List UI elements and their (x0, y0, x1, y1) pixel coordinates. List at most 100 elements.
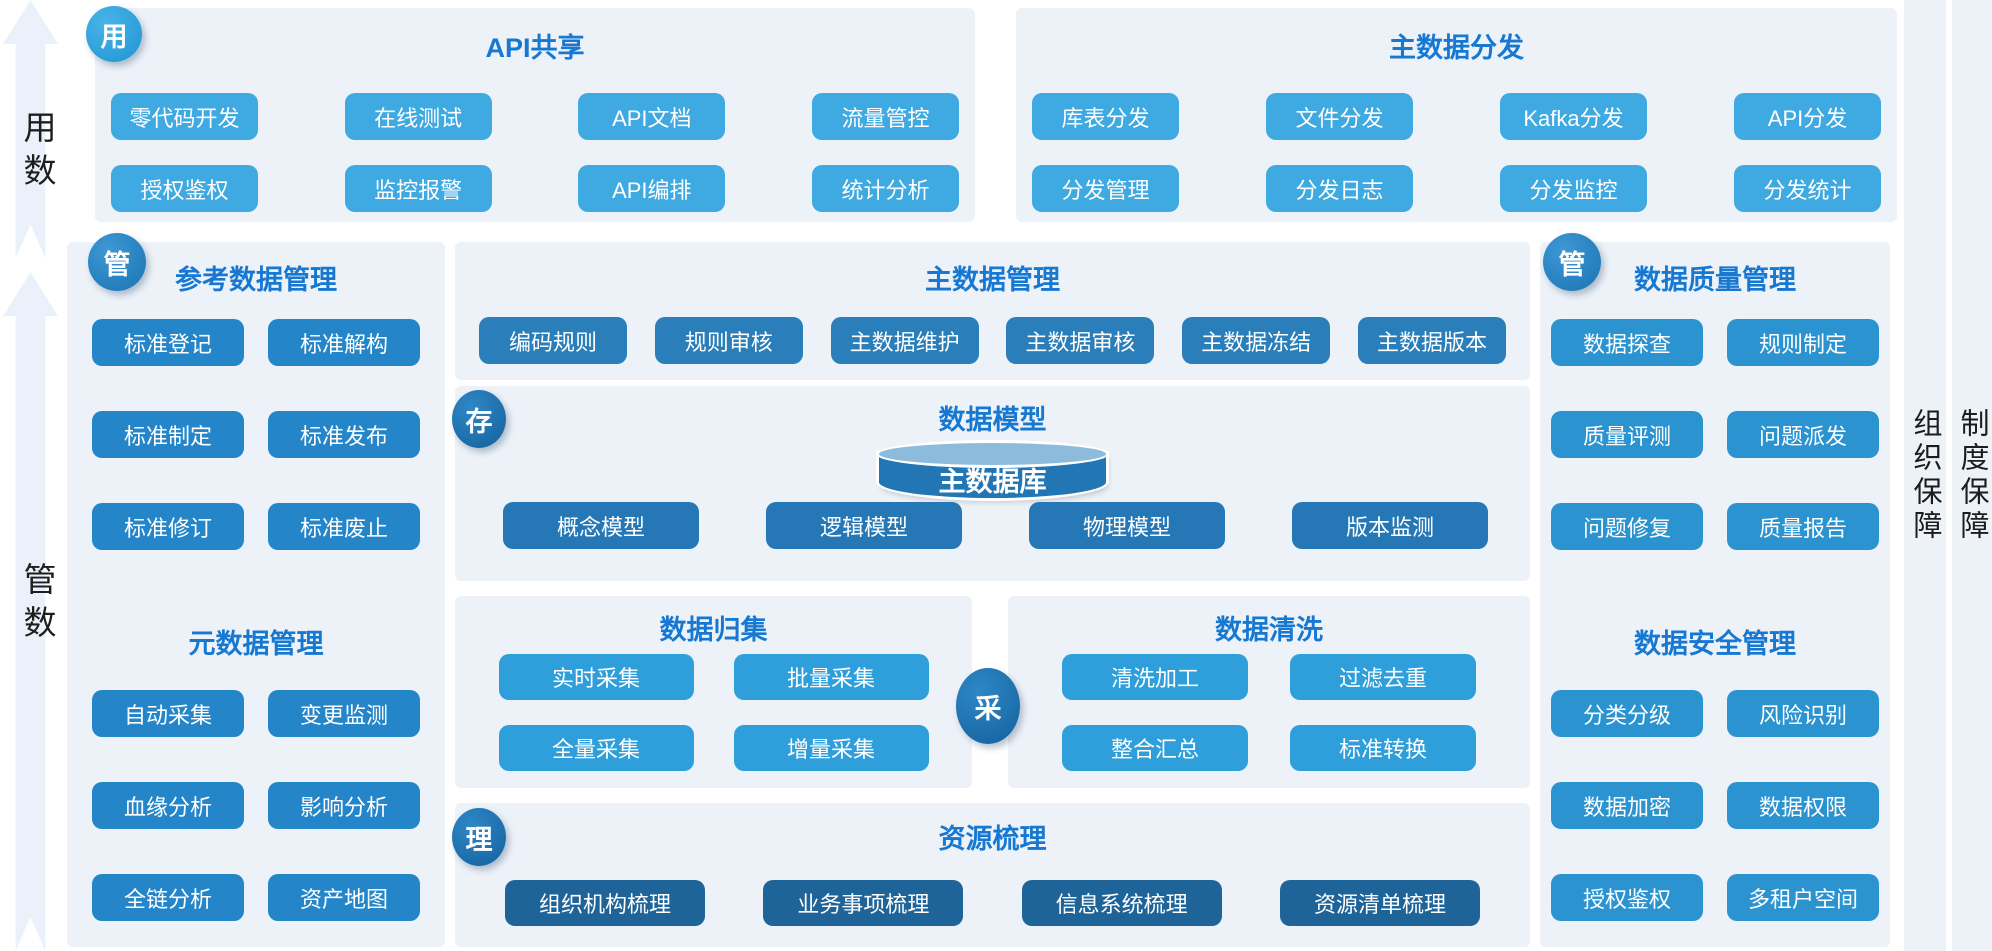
btn-meta-5[interactable]: 全链分析 (92, 874, 244, 921)
btn-mdm-6[interactable]: 主数据版本 (1357, 317, 1506, 364)
btn-collect-3[interactable]: 全量采集 (498, 725, 694, 771)
btn-sort-2[interactable]: 业务事项梳理 (763, 880, 964, 926)
panel-title-master-data: 主数据管理 (925, 265, 1060, 295)
btn-mdm-3[interactable]: 主数据维护 (830, 317, 979, 364)
btn-meta-2[interactable]: 变更监测 (268, 690, 420, 737)
badge-manage-right: 管 (1543, 233, 1601, 291)
btn-mdm-5[interactable]: 主数据冻结 (1182, 317, 1331, 364)
data-cleaning-button-grid: 清洗加工 过滤去重 整合汇总 标准转换 (1008, 647, 1530, 771)
btn-ref-6[interactable]: 标准废止 (268, 503, 420, 550)
btn-api-share-7[interactable]: API编排 (578, 165, 726, 212)
btn-clean-3[interactable]: 整合汇总 (1062, 725, 1248, 771)
panel-title-data-quality: 数据质量管理 (1634, 265, 1796, 295)
reference-data-button-grid: 标准登记 标准解构 标准制定 标准发布 标准修订 标准废止 (67, 297, 445, 550)
btn-api-share-5[interactable]: 授权鉴权 (111, 165, 258, 212)
btn-quality-2[interactable]: 规则制定 (1727, 319, 1879, 366)
btn-dist-2[interactable]: 文件分发 (1266, 93, 1413, 140)
btn-security-4[interactable]: 数据权限 (1727, 782, 1879, 829)
btn-sort-4[interactable]: 资源清单梳理 (1279, 880, 1480, 926)
btn-ref-2[interactable]: 标准解构 (268, 319, 420, 366)
badge-store: 存 (452, 390, 506, 448)
btn-dist-8[interactable]: 分发统计 (1734, 165, 1881, 212)
btn-collect-4[interactable]: 增量采集 (733, 725, 929, 771)
btn-api-share-1[interactable]: 零代码开发 (111, 93, 258, 140)
badge-organize: 理 (452, 808, 506, 866)
btn-model-1[interactable]: 概念模型 (503, 502, 699, 549)
data-security-button-grid: 分类分级 风险识别 数据加密 数据权限 授权鉴权 多租户空间 (1540, 661, 1890, 921)
panel-resource-sorting: 资源梳理 组织机构梳理 业务事项梳理 信息系统梳理 资源清单梳理 (455, 803, 1530, 947)
panel-title-resource-sorting: 资源梳理 (938, 824, 1047, 854)
btn-clean-1[interactable]: 清洗加工 (1062, 654, 1248, 700)
btn-api-share-6[interactable]: 监控报警 (344, 165, 492, 212)
btn-meta-3[interactable]: 血缘分析 (92, 782, 244, 829)
btn-clean-4[interactable]: 标准转换 (1290, 725, 1476, 771)
btn-dist-4[interactable]: API分发 (1734, 93, 1881, 140)
panel-left-column: 参考数据管理 标准登记 标准解构 标准制定 标准发布 标准修订 标准废止 元数据… (67, 242, 445, 947)
master-data-button-grid: 编码规则 规则审核 主数据维护 主数据审核 主数据冻结 主数据版本 (455, 297, 1530, 364)
btn-dist-1[interactable]: 库表分发 (1032, 93, 1179, 140)
panel-master-distribution: 主数据分发 库表分发 文件分发 Kafka分发 API分发 分发管理 分发日志 … (1016, 8, 1897, 222)
btn-clean-2[interactable]: 过滤去重 (1290, 654, 1476, 700)
pillar-institution-guarantee: 制度保障 (1952, 0, 1992, 951)
panel-right-column: 数据质量管理 数据探查 规则制定 质量评测 问题派发 问题修复 质量报告 数据安… (1540, 242, 1890, 947)
btn-ref-1[interactable]: 标准登记 (92, 319, 244, 366)
badge-use: 用 (86, 6, 142, 62)
btn-collect-2[interactable]: 批量采集 (733, 654, 929, 700)
btn-security-2[interactable]: 风险识别 (1727, 690, 1879, 737)
btn-quality-3[interactable]: 质量评测 (1551, 411, 1703, 458)
badge-collect: 采 (956, 668, 1020, 744)
btn-quality-5[interactable]: 问题修复 (1551, 503, 1703, 550)
btn-dist-3[interactable]: Kafka分发 (1500, 93, 1647, 140)
resource-sorting-button-grid: 组织机构梳理 业务事项梳理 信息系统梳理 资源清单梳理 (455, 856, 1530, 926)
data-collection-button-grid: 实时采集 批量采集 全量采集 增量采集 (455, 647, 972, 771)
panel-master-data: 主数据管理 编码规则 规则审核 主数据维护 主数据审核 主数据冻结 主数据版本 (455, 242, 1530, 380)
btn-ref-5[interactable]: 标准修订 (92, 503, 244, 550)
panel-title-data-security: 数据安全管理 (1634, 629, 1796, 659)
badge-manage-left: 管 (88, 233, 146, 291)
data-model-button-grid: 概念模型 逻辑模型 物理模型 版本监测 (503, 502, 1488, 549)
btn-meta-4[interactable]: 影响分析 (268, 782, 420, 829)
btn-security-5[interactable]: 授权鉴权 (1551, 874, 1703, 921)
btn-sort-3[interactable]: 信息系统梳理 (1021, 880, 1222, 926)
panel-data-collection: 数据归集 实时采集 批量采集 全量采集 增量采集 (455, 596, 972, 788)
btn-api-share-8[interactable]: 统计分析 (811, 165, 959, 212)
btn-quality-1[interactable]: 数据探查 (1551, 319, 1703, 366)
panel-title-metadata: 元数据管理 (188, 629, 324, 659)
btn-meta-1[interactable]: 自动采集 (92, 690, 244, 737)
panel-title-data-model: 数据模型 (938, 405, 1047, 435)
panel-title-reference-data: 参考数据管理 (175, 265, 337, 295)
btn-api-share-3[interactable]: API文档 (578, 93, 726, 140)
btn-security-6[interactable]: 多租户空间 (1727, 874, 1879, 921)
master-distribution-button-grid: 库表分发 文件分发 Kafka分发 API分发 分发管理 分发日志 分发监控 分… (1016, 65, 1897, 212)
btn-dist-6[interactable]: 分发日志 (1266, 165, 1413, 212)
btn-dist-5[interactable]: 分发管理 (1032, 165, 1179, 212)
btn-security-3[interactable]: 数据加密 (1551, 782, 1703, 829)
btn-security-1[interactable]: 分类分级 (1551, 690, 1703, 737)
metadata-button-grid: 自动采集 变更监测 血缘分析 影响分析 全链分析 资产地图 (67, 661, 445, 921)
btn-ref-4[interactable]: 标准发布 (268, 411, 420, 458)
btn-model-2[interactable]: 逻辑模型 (766, 502, 962, 549)
btn-ref-3[interactable]: 标准制定 (92, 411, 244, 458)
btn-model-3[interactable]: 物理模型 (1029, 502, 1225, 549)
panel-data-model: 数据模型 主数据库 概念模型 逻辑模型 物理模型 版本监测 (455, 386, 1530, 581)
btn-model-4[interactable]: 版本监测 (1292, 502, 1488, 549)
panel-api-share: API共享 零代码开发 在线测试 API文档 流量管控 授权鉴权 监控报警 AP… (95, 8, 975, 222)
btn-api-share-2[interactable]: 在线测试 (344, 93, 492, 140)
panel-title-master-distribution: 主数据分发 (1389, 33, 1524, 63)
btn-dist-7[interactable]: 分发监控 (1500, 165, 1647, 212)
btn-mdm-4[interactable]: 主数据审核 (1006, 317, 1155, 364)
btn-mdm-2[interactable]: 规则审核 (654, 317, 803, 364)
btn-quality-6[interactable]: 质量报告 (1727, 503, 1879, 550)
btn-collect-1[interactable]: 实时采集 (498, 654, 694, 700)
btn-api-share-4[interactable]: 流量管控 (811, 93, 959, 140)
panel-title-api-share: API共享 (485, 33, 585, 63)
btn-mdm-1[interactable]: 编码规则 (479, 317, 627, 364)
left-rail-label-use-data: 用数 (19, 110, 56, 196)
btn-sort-1[interactable]: 组织机构梳理 (505, 880, 705, 926)
data-quality-button-grid: 数据探查 规则制定 质量评测 问题派发 问题修复 质量报告 (1540, 297, 1890, 550)
btn-quality-4[interactable]: 问题派发 (1727, 411, 1879, 458)
panel-title-data-cleaning: 数据清洗 (1215, 615, 1323, 645)
pillar-organization-guarantee: 组织保障 (1904, 0, 1946, 951)
btn-meta-6[interactable]: 资产地图 (268, 874, 420, 921)
panel-title-data-collection: 数据归集 (659, 615, 768, 645)
